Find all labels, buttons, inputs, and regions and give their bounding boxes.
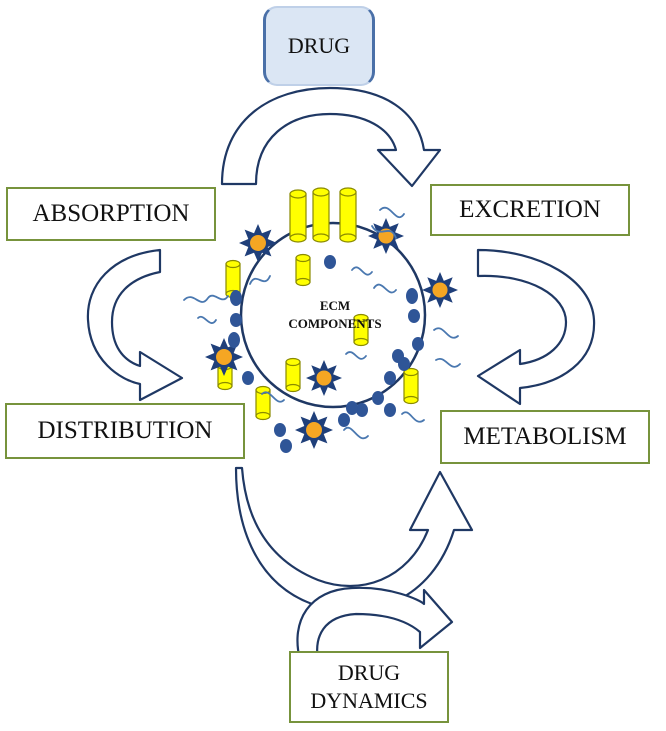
- absorption-label: ABSORPTION: [32, 200, 190, 227]
- squiggle-icon: [249, 275, 271, 285]
- squiggle-icon: [373, 283, 397, 294]
- drug-dynamics-box: DRUG DYNAMICS: [289, 651, 449, 723]
- cylinder-icon: [403, 367, 419, 405]
- star-center: [316, 370, 332, 386]
- bead-icon: [384, 403, 396, 417]
- cylinder-bottom: [285, 383, 301, 393]
- dynamics-line2: DYNAMICS: [310, 688, 428, 713]
- squiggle-icon: [183, 294, 229, 303]
- cylinder-bottom: [217, 381, 233, 391]
- curved-arrow-icon: [234, 466, 474, 612]
- bead-icon: [356, 403, 368, 417]
- bead-icon: [228, 332, 240, 348]
- cylinder-top: [339, 187, 357, 197]
- cylinder-top: [295, 253, 311, 263]
- cylinder-bottom: [255, 411, 271, 421]
- bead-icon: [280, 439, 292, 453]
- cylinder-top: [289, 189, 307, 199]
- cylinder-icon: [339, 187, 357, 243]
- bead-icon: [230, 290, 242, 306]
- cylinder-bottom: [403, 395, 419, 405]
- ecm-components: [183, 187, 461, 453]
- squiggle-icon: [435, 357, 461, 368]
- cylinder-bottom: [295, 277, 311, 287]
- cylinder-icon: [295, 253, 311, 287]
- star-center: [432, 282, 448, 298]
- bead-icon: [242, 371, 254, 385]
- curved-arrow-icon: [296, 586, 454, 662]
- cylinder-top: [403, 367, 419, 377]
- cylinder-body: [289, 193, 307, 239]
- curved-arrow-icon: [476, 248, 596, 406]
- star-center: [216, 349, 232, 365]
- bead-icon: [398, 357, 410, 371]
- ecm-line2: COMPONENTS: [288, 316, 382, 331]
- metabolism-box: METABOLISM: [440, 410, 650, 464]
- bead-icon: [406, 288, 418, 304]
- star-center: [306, 422, 322, 438]
- star-molecule-icon: [295, 411, 333, 449]
- star-molecule-icon: [306, 360, 342, 396]
- excretion-box: EXCRETION: [430, 184, 630, 236]
- bead-icon: [372, 391, 384, 405]
- squiggle-icon: [343, 426, 369, 440]
- drug-label: DRUG: [287, 33, 351, 58]
- cylinder-bottom: [312, 233, 330, 243]
- bead-icon: [412, 337, 424, 351]
- bead-icon: [230, 313, 242, 327]
- excretion-label: EXCRETION: [459, 196, 601, 223]
- cylinder-icon: [353, 313, 369, 347]
- curved-arrow-icon: [86, 248, 184, 402]
- star-center: [250, 235, 266, 251]
- distribution-box: DISTRIBUTION: [5, 403, 245, 459]
- star-molecule-icon: [368, 218, 404, 254]
- distribution-label: DISTRIBUTION: [37, 417, 213, 444]
- metabolism-label: METABOLISM: [463, 423, 627, 450]
- squiggle-icon: [371, 225, 397, 239]
- squiggle-icon: [351, 266, 373, 276]
- cylinder-top: [353, 313, 369, 323]
- bead-icon: [274, 423, 286, 437]
- cycle-arrows: [86, 86, 596, 662]
- bead-icon: [338, 413, 350, 427]
- cylinder-bottom: [289, 233, 307, 243]
- cylinder-top: [285, 357, 301, 367]
- cylinder-icon: [289, 189, 307, 243]
- bead-icon: [324, 255, 336, 269]
- squiggle-icon: [261, 391, 285, 403]
- bead-icon: [346, 401, 358, 415]
- ecm-line1: ECM: [319, 298, 351, 313]
- cylinder-bottom: [339, 233, 357, 243]
- cylinder-body: [225, 263, 241, 295]
- squiggle-icon: [345, 351, 367, 360]
- cylinder-body: [312, 191, 330, 239]
- cylinder-icon: [255, 385, 271, 421]
- star-molecule-icon: [422, 272, 458, 308]
- bead-icon: [408, 309, 420, 323]
- ecm-label: ECM COMPONENTS: [270, 297, 400, 333]
- cylinder-icon: [285, 357, 301, 393]
- cylinder-top: [312, 187, 330, 197]
- squiggle-icon: [433, 327, 459, 339]
- squiggle-icon: [197, 315, 217, 324]
- cylinder-top: [225, 259, 241, 269]
- dynamics-line1: DRUG: [337, 660, 401, 685]
- curved-arrow-icon: [220, 86, 442, 188]
- squiggle-icon: [401, 411, 425, 423]
- cylinder-icon: [312, 187, 330, 243]
- drug-box: DRUG: [263, 6, 375, 86]
- absorption-box: ABSORPTION: [6, 187, 216, 241]
- star-molecule-icon: [239, 224, 277, 262]
- cylinder-bottom: [353, 337, 369, 347]
- cylinder-body: [339, 191, 357, 239]
- bead-icon: [384, 371, 396, 385]
- cylinder-body: [403, 371, 419, 401]
- squiggle-icon: [379, 206, 405, 218]
